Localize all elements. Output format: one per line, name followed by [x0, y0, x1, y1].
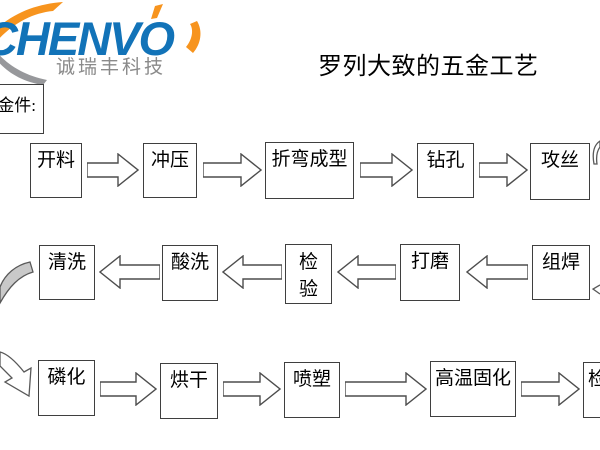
step-bending-forming: 折弯成型 — [265, 142, 354, 199]
brand-wordmark: CHENVO — [0, 12, 175, 65]
brand-subtitle: 诚瑞丰科技 — [56, 56, 166, 78]
step-label: 打磨 — [410, 251, 449, 272]
step-label: 检验 — [298, 252, 318, 300]
step-label: 钻孔 — [426, 150, 465, 171]
step-label: 开料 — [36, 150, 75, 171]
logo-o-crescent-icon — [186, 21, 201, 53]
step-powder-coating: 喷塑 — [284, 362, 340, 418]
logo-swoosh-gray-icon — [0, 55, 47, 85]
curved-connector-left-icon — [0, 261, 34, 398]
page-title: 罗列大致的五金工艺 — [318, 54, 539, 80]
step-label: 磷化 — [47, 367, 86, 388]
flow-arrow-left-icon — [222, 255, 282, 289]
step-label: 组焊 — [541, 252, 580, 273]
step-label: 检验 — [588, 369, 600, 390]
note-box-label: 金件: — [0, 96, 36, 115]
curved-connector-right-icon — [591, 140, 600, 295]
step-high-temp-curing: 高温固化 — [430, 361, 516, 417]
logo-swoosh-orange-icon — [0, 2, 63, 38]
logo-accent-mark-icon — [151, 4, 163, 19]
step-final-inspection: 检验 — [583, 362, 600, 418]
step-grinding: 打磨 — [400, 244, 460, 301]
flow-arrow-right-icon — [521, 372, 580, 406]
step-stamping: 冲压 — [143, 143, 197, 198]
flow-arrow-left-icon — [99, 255, 160, 289]
step-label: 酸洗 — [170, 252, 209, 273]
note-box: 金件: — [0, 84, 44, 134]
step-label: 高温固化 — [434, 368, 511, 389]
step-cutting: 开料 — [30, 143, 82, 198]
flow-arrow-right-icon — [223, 372, 281, 406]
flow-arrow-right-icon — [203, 153, 262, 187]
step-welding: 组焊 — [532, 245, 590, 300]
flow-arrow-right-icon — [87, 153, 139, 187]
step-label: 折弯成型 — [271, 149, 348, 170]
step-label: 喷塑 — [292, 369, 331, 390]
step-label: 攻丝 — [540, 150, 579, 171]
step-drying: 烘干 — [160, 363, 218, 419]
step-label: 烘干 — [169, 370, 208, 391]
step-drilling: 钻孔 — [417, 143, 474, 198]
flow-arrow-left-icon — [466, 255, 528, 289]
flow-arrow-right-icon — [479, 153, 528, 187]
step-label: 冲压 — [150, 150, 189, 171]
step-tapping: 攻丝 — [530, 143, 590, 200]
step-pickling: 酸洗 — [162, 245, 218, 301]
step-inspection: 检验 — [285, 244, 332, 304]
flow-arrow-right-icon — [345, 372, 427, 406]
flow-arrow-right-icon — [360, 153, 413, 187]
flow-arrow-right-icon — [100, 372, 157, 406]
company-logo: CHENVO 诚瑞丰科技 — [0, 2, 201, 85]
step-label: 清洗 — [47, 252, 86, 273]
step-cleaning: 清洗 — [39, 245, 95, 300]
step-phosphating: 磷化 — [38, 360, 95, 416]
flow-arrow-left-icon — [337, 255, 396, 289]
